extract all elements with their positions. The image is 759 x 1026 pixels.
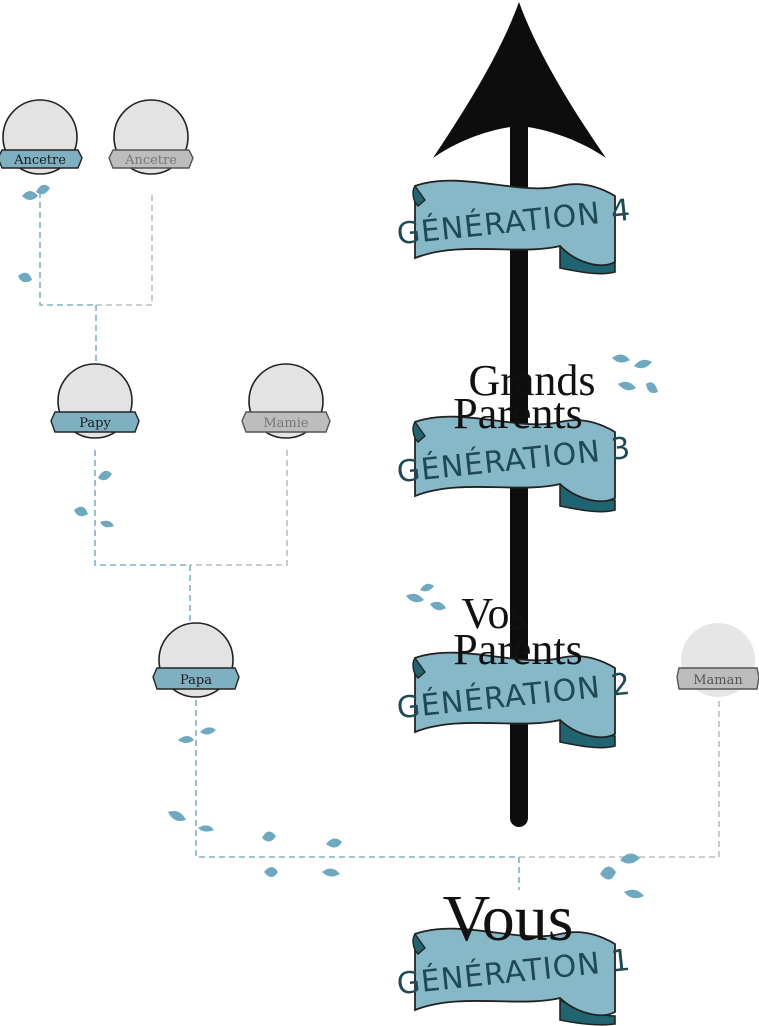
person-name-maman: Maman: [693, 673, 743, 688]
person-papa[interactable]: Papa: [152, 622, 240, 698]
person-name-papy: Papy: [79, 416, 111, 431]
timeline-arrow-head: [433, 2, 606, 158]
leaf-decorations: [18, 184, 658, 899]
title-parents-gen3: Parents: [453, 389, 583, 438]
generation-banner-3: GÉNÉRATION 3: [395, 415, 633, 513]
person-name-ancetre-left: Ancetre: [13, 153, 66, 168]
tree-connectors: [39, 192, 720, 890]
title-grands: Grands: [468, 356, 595, 405]
generation-banner-1: GÉNÉRATION 1: [395, 927, 633, 1026]
generation-banner-2: GÉNÉRATION 2: [395, 651, 633, 749]
person-ancetre-right[interactable]: Ancetre: [108, 99, 194, 175]
title-vos: Vos: [461, 589, 526, 638]
title-parents-gen2: Parents: [453, 625, 583, 674]
generation-banner-4: GÉNÉRATION 4: [395, 179, 633, 275]
person-papy[interactable]: Papy: [50, 363, 140, 439]
person-mamie[interactable]: Mamie: [241, 363, 331, 439]
person-ancetre-left[interactable]: Ancetre: [0, 99, 83, 175]
person-maman[interactable]: Maman: [676, 623, 759, 697]
person-name-papa: Papa: [180, 673, 212, 688]
person-name-mamie: Mamie: [263, 416, 309, 431]
title-vous: Vous: [443, 882, 574, 955]
person-name-ancetre-right: Ancetre: [124, 153, 177, 168]
